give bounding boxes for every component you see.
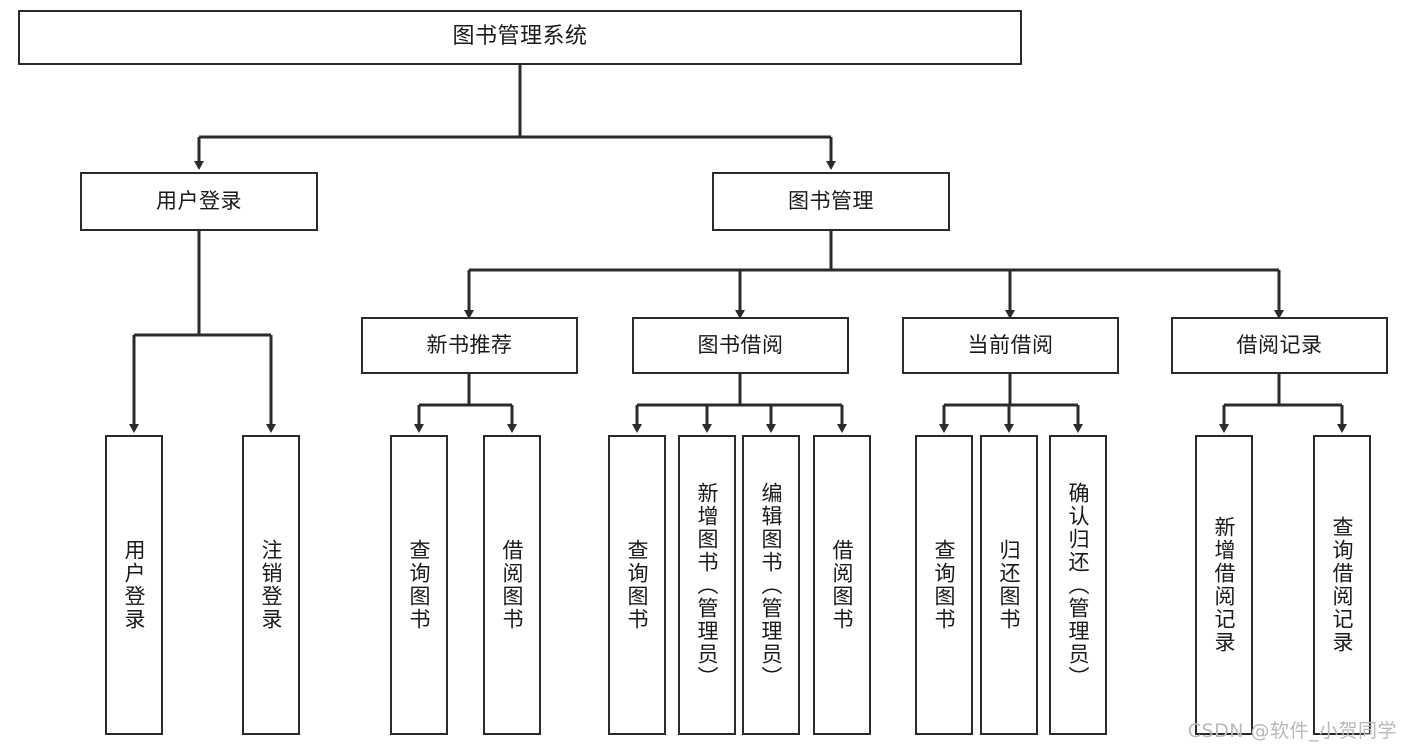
- node-label: 查询图书: [625, 539, 650, 631]
- leaf-confirm-return-admin[interactable]: 确认归还（管理员）: [1049, 435, 1107, 735]
- node-label: 新增借阅记录: [1212, 516, 1237, 654]
- node-label: 借阅图书: [500, 539, 525, 631]
- leaf-query-book[interactable]: 查询图书: [608, 435, 666, 735]
- leaf-user-login[interactable]: 用户登录: [105, 435, 163, 735]
- node-label: 确认归还（管理员）: [1066, 481, 1091, 689]
- node-label: 归还图书: [997, 539, 1022, 631]
- node-label: 查询图书: [407, 539, 432, 631]
- node-label: 图书管理系统: [452, 24, 588, 50]
- node-label: 注销登录: [259, 539, 284, 631]
- node-label: 编辑图书（管理员）: [759, 481, 784, 689]
- leaf-query-book-current[interactable]: 查询图书: [915, 435, 973, 735]
- leaf-borrow-book-recommend[interactable]: 借阅图书: [483, 435, 541, 735]
- node-root-system[interactable]: 图书管理系统: [18, 10, 1022, 65]
- leaf-logout-login[interactable]: 注销登录: [242, 435, 300, 735]
- node-label: 查询借阅记录: [1330, 516, 1355, 654]
- leaf-add-borrow-record[interactable]: 新增借阅记录: [1195, 435, 1253, 735]
- node-label: 查询图书: [932, 539, 957, 631]
- node-label: 借阅图书: [830, 539, 855, 631]
- node-label: 用户登录: [156, 188, 242, 213]
- node-label: 图书管理: [788, 188, 874, 213]
- node-label: 新书推荐: [426, 332, 513, 357]
- leaf-return-book[interactable]: 归还图书: [980, 435, 1038, 735]
- node-current-borrow[interactable]: 当前借阅: [902, 317, 1119, 374]
- leaf-borrow-book[interactable]: 借阅图书: [813, 435, 871, 735]
- node-borrow-record[interactable]: 借阅记录: [1171, 317, 1388, 374]
- node-book-borrow[interactable]: 图书借阅: [632, 317, 849, 374]
- node-label: 当前借阅: [967, 332, 1054, 357]
- leaf-add-book-admin[interactable]: 新增图书（管理员）: [678, 435, 736, 735]
- leaf-edit-book-admin[interactable]: 编辑图书（管理员）: [742, 435, 800, 735]
- watermark-text: CSDN @软件_小贺同学: [1187, 720, 1397, 742]
- node-label: 借阅记录: [1236, 332, 1323, 357]
- node-user-login[interactable]: 用户登录: [80, 172, 318, 231]
- node-label: 新增图书（管理员）: [695, 481, 720, 689]
- node-label: 图书借阅: [697, 332, 784, 357]
- leaf-query-borrow-record[interactable]: 查询借阅记录: [1313, 435, 1371, 735]
- node-label: 用户登录: [122, 539, 147, 631]
- node-book-management[interactable]: 图书管理: [712, 172, 950, 231]
- node-new-book-recommend[interactable]: 新书推荐: [361, 317, 578, 374]
- leaf-query-book-recommend[interactable]: 查询图书: [390, 435, 448, 735]
